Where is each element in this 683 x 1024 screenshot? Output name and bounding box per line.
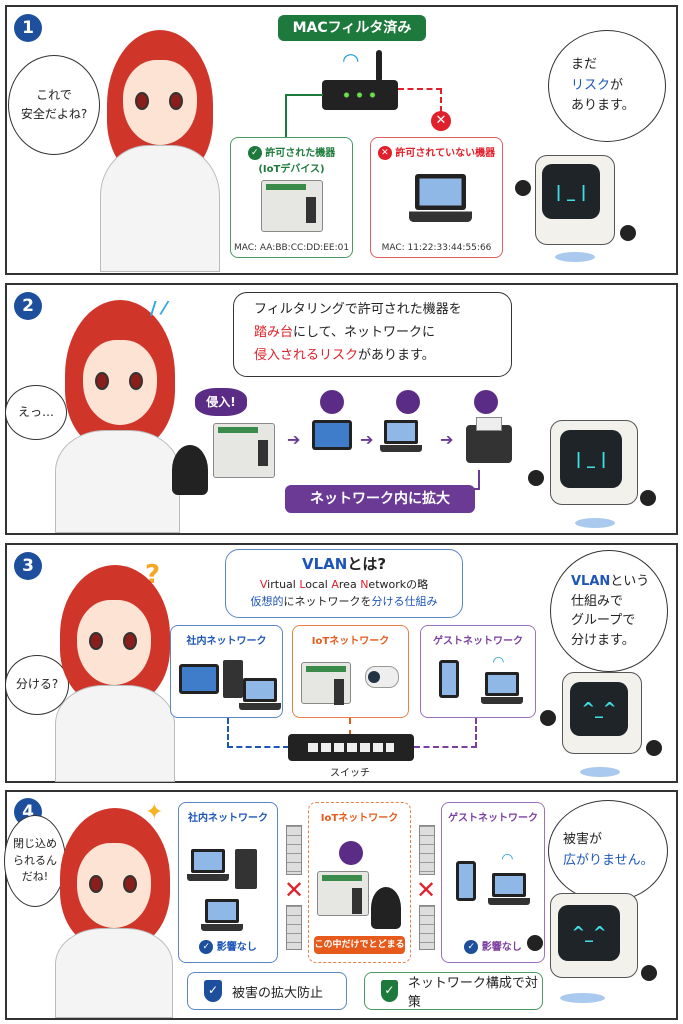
switch-label: スイッチ (330, 768, 370, 779)
virus-icon (322, 392, 342, 412)
smartphone-icon (456, 861, 476, 901)
panel-number: 1 (14, 14, 42, 42)
laptop-icon (187, 849, 229, 881)
vlan-definition-box: VLANとは? Virtual Local Area Networkの略 仮想的… (225, 549, 463, 618)
robot-speech-bubble: 被害が 広がりません。 (548, 800, 668, 902)
robot-mascot: ^_^ (540, 672, 668, 780)
denied-connection-line (398, 88, 442, 112)
virus-icon (341, 843, 361, 863)
laptop-icon (409, 174, 472, 222)
robot-speech-bubble: VLANという 仕組みで グループで 分けます。 (550, 550, 668, 672)
firewall-wall-icon (419, 825, 435, 875)
laptop-icon (380, 420, 422, 452)
girl-character (95, 10, 225, 272)
panel-number: 2 (14, 292, 42, 320)
girl-speech-bubble: 閉じ込められるんだね! (4, 815, 66, 907)
allowed-mac: MAC: AA:BB:CC:DD:EE:01 (233, 243, 350, 253)
girl-speech-bubble: えっ… (5, 385, 67, 440)
network-config-badge: ✓ネットワーク構成で対策 (364, 972, 543, 1010)
shield-check-icon: ✓ (204, 980, 222, 1002)
iot-network-box: IoTネットワーク この中だけでとどまる (308, 802, 411, 963)
check-icon: ✓ (199, 940, 214, 954)
guest-network-box: ゲストネットワーク ◠ ✓ 影響なし (441, 802, 545, 963)
guest-link-line (414, 718, 477, 748)
printer-icon (466, 417, 512, 463)
iot-link-line (349, 718, 351, 736)
spread-label: ネットワーク内に拡大 (285, 485, 475, 513)
pc-tower-icon (235, 849, 257, 889)
damage-prevention-badge: ✓被害の拡大防止 (187, 972, 347, 1010)
hacker-icon (172, 445, 208, 495)
denied-device-box: ✕ 許可されていない機器 MAC: 11:22:33:44:55:66 (370, 137, 503, 258)
wifi-icon: ◠ (342, 48, 360, 72)
blocked-x-icon: ✕ (284, 876, 305, 904)
robot-speech-bubble: まだ リスクが あります。 (548, 30, 666, 142)
arrow-icon: ➔ (287, 430, 301, 449)
router-icon (322, 50, 398, 110)
network-switch-icon (288, 734, 414, 761)
iot-network-box: IoTネットワーク (292, 625, 409, 718)
guest-network-box: ゲストネットワーク ◠ (420, 625, 536, 718)
check-icon: ✓ (247, 146, 262, 160)
surprise-lines-icon: / ⁄ (150, 298, 166, 319)
firewall-wall-icon (286, 825, 302, 875)
allowed-device-box: ✓ 許可された機器 (IoTデバイス) MAC: AA:BB:CC:DD:EE:… (230, 137, 353, 258)
girl-character (55, 798, 180, 1018)
girl-speech-bubble: これで安全だよね? (8, 55, 100, 155)
iot-controller-icon (261, 180, 323, 232)
smartphone-icon (439, 660, 459, 698)
corporate-link-line (227, 718, 289, 748)
laptop-icon (481, 672, 523, 704)
check-icon: ✓ (464, 940, 479, 954)
arrow-icon: ➔ (360, 430, 374, 449)
x-icon: ✕ (377, 146, 392, 160)
arrow-icon: ➔ (440, 430, 454, 449)
robot-mascot: ^_^ (525, 893, 665, 1015)
allowed-connection-line (285, 94, 323, 138)
virus-icon (398, 392, 418, 412)
firewall-wall-icon (419, 905, 435, 950)
hacker-icon (371, 887, 401, 929)
intrusion-burst-label: 侵入! (195, 388, 247, 416)
robot-mascot: | _ | (525, 420, 665, 532)
iot-controller-icon (301, 662, 351, 705)
firewall-wall-icon (286, 905, 302, 950)
corporate-network-box: 社内ネットワーク (170, 625, 283, 718)
laptop-icon (201, 899, 243, 931)
panel-number: 3 (14, 552, 42, 580)
wifi-icon: ◠ (502, 851, 513, 867)
virus-icon (476, 392, 496, 412)
sparkle-icon: ✦ (145, 800, 164, 825)
robot-mascot: | _ | (510, 150, 640, 265)
blocked-x-icon: ✕ (416, 876, 437, 904)
girl-character (55, 290, 195, 533)
denied-x-icon: ✕ (431, 111, 451, 131)
denied-mac: MAC: 11:22:33:44:55:66 (381, 243, 492, 253)
pc-tower-icon (223, 660, 243, 698)
camera-icon (365, 666, 399, 688)
mac-filter-label: MACフィルタ済み (278, 15, 426, 41)
laptop-icon (239, 678, 281, 710)
girl-character (55, 550, 185, 782)
monitor-icon (312, 420, 352, 450)
wifi-icon: ◠ (493, 654, 504, 670)
girl-speech-bubble: 分ける? (5, 655, 69, 715)
laptop-icon (488, 873, 530, 905)
monitor-icon (179, 664, 219, 694)
corporate-network-box: 社内ネットワーク ✓ 影響なし (178, 802, 278, 963)
robot-speech-box: フィルタリングで許可された機器を 踏み台にして、ネットワークに 侵入されるリスク… (233, 292, 512, 377)
iot-controller-icon (213, 423, 275, 478)
shield-check-icon: ✓ (381, 980, 398, 1002)
iot-controller-icon (317, 871, 369, 916)
contained-label: この中だけでとどまる (314, 936, 405, 954)
